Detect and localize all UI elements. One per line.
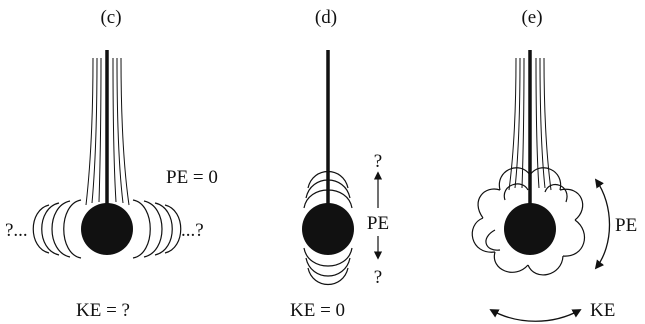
panel-e-label: (e) [521, 7, 542, 28]
panel-e-ke-arrow [489, 309, 582, 322]
panel-e-ke-label: KE [590, 300, 615, 321]
panel-c-bob [81, 203, 133, 255]
panel-c-motion-arcs [32, 199, 182, 259]
panel-d-top-mark: ? [374, 151, 382, 172]
panel-e-pe-label: PE [615, 215, 637, 236]
panel-c: (c) ?... ...? PE = 0 KE = ? [5, 7, 218, 321]
panel-d-label: (d) [315, 7, 337, 28]
panel-c-ke-note: KE = ? [76, 300, 130, 321]
panel-e-bob [504, 203, 556, 255]
panel-d: (d) ? PE ? KE = 0 [290, 7, 389, 321]
panel-c-pe-note: PE = 0 [166, 167, 218, 188]
panel-e: (e) PE KE [471, 7, 637, 322]
panel-e-motion-cloud [471, 167, 585, 276]
panel-d-bob [302, 203, 354, 255]
panel-c-left-dots: ?... [5, 220, 28, 241]
panel-e-string-blur [508, 57, 552, 191]
panel-c-right-dots: ...? [181, 220, 204, 241]
panel-d-pe-label: PE [367, 213, 389, 234]
panel-e-pe-arrow [594, 178, 611, 270]
panel-c-string-blur [85, 57, 130, 206]
panel-d-bottom-mark: ? [374, 267, 382, 288]
panel-d-ke-note: KE = 0 [290, 300, 345, 321]
panel-d-motion-arcs [303, 171, 353, 285]
panel-c-label: (c) [100, 7, 121, 28]
